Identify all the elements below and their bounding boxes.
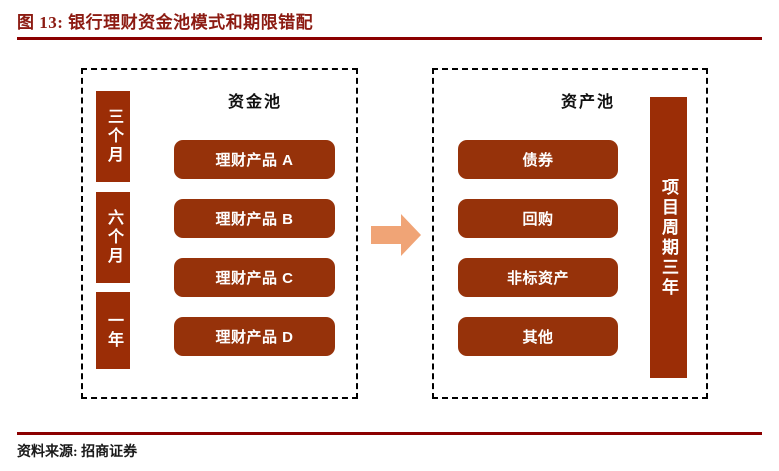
wealth-product-a: 理财产品 A [174,140,335,179]
fund-pool-panel: 资金池 三个月 六个月 一年 理财产品 A 理财产品 B 理财产品 C 理财产品… [81,68,358,399]
project-cycle-bar: 项目周期三年 [650,97,687,378]
tenor-bar-one-year: 一年 [96,292,130,369]
fund-pool-heading: 资金池 [227,94,282,111]
tenor-bar-label: 六个月 [105,209,122,266]
tenor-bar-label: 一年 [105,311,122,350]
asset-pool-panel: 资产池 债券 回购 非标资产 其他 项目周期三年 [432,68,708,399]
tenor-bar-six-months: 六个月 [96,192,130,283]
asset-other: 其他 [458,317,618,356]
asset-repo: 回购 [458,199,618,238]
tenor-bar-three-months: 三个月 [96,91,130,182]
footer-divider [17,432,762,435]
wealth-product-b: 理财产品 B [174,199,335,238]
asset-non-standard: 非标资产 [458,258,618,297]
asset-pool-heading: 资产池 [560,94,615,111]
asset-bond: 债券 [458,140,618,179]
right-arrow-icon [371,214,421,256]
wealth-product-d: 理财产品 D [174,317,335,356]
title-divider [17,37,762,40]
wealth-product-c: 理财产品 C [174,258,335,297]
page-title: 图 13: 银行理财资金池模式和期限错配 [17,13,314,32]
project-cycle-label: 项目周期三年 [659,177,678,298]
source-note: 资料来源: 招商证券 [17,445,138,460]
tenor-bar-label: 三个月 [105,108,122,165]
